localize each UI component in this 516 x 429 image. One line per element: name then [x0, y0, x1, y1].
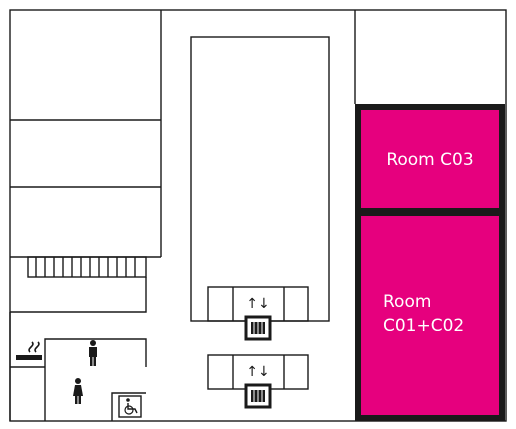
room-c03[interactable]: Room C03 [355, 104, 505, 214]
elevator-icon: ↑↓ [244, 364, 272, 409]
room-c03-label: Room C03 [386, 150, 473, 170]
left-wing-rooms [9, 119, 161, 421]
room-c01-c02-label-line1: Room [383, 292, 431, 312]
mens-restroom-icon [89, 340, 97, 366]
elevator-arrows-upper: ↑↓ [246, 296, 269, 312]
elevator-arrows-lower: ↑↓ [246, 364, 269, 380]
elevator-icon: ↑↓ [244, 296, 272, 341]
smoking-area-icon [16, 341, 42, 360]
restroom-area [10, 338, 147, 421]
building-outline [9, 9, 507, 422]
central-hall [190, 36, 330, 390]
staircase [27, 256, 147, 278]
womens-restroom-icon [73, 378, 83, 404]
accessible-restroom-icon [118, 395, 142, 418]
room-c01-c02[interactable]: Room C01+C02 [355, 210, 505, 421]
room-c01-c02-label-line2: C01+C02 [383, 316, 464, 336]
